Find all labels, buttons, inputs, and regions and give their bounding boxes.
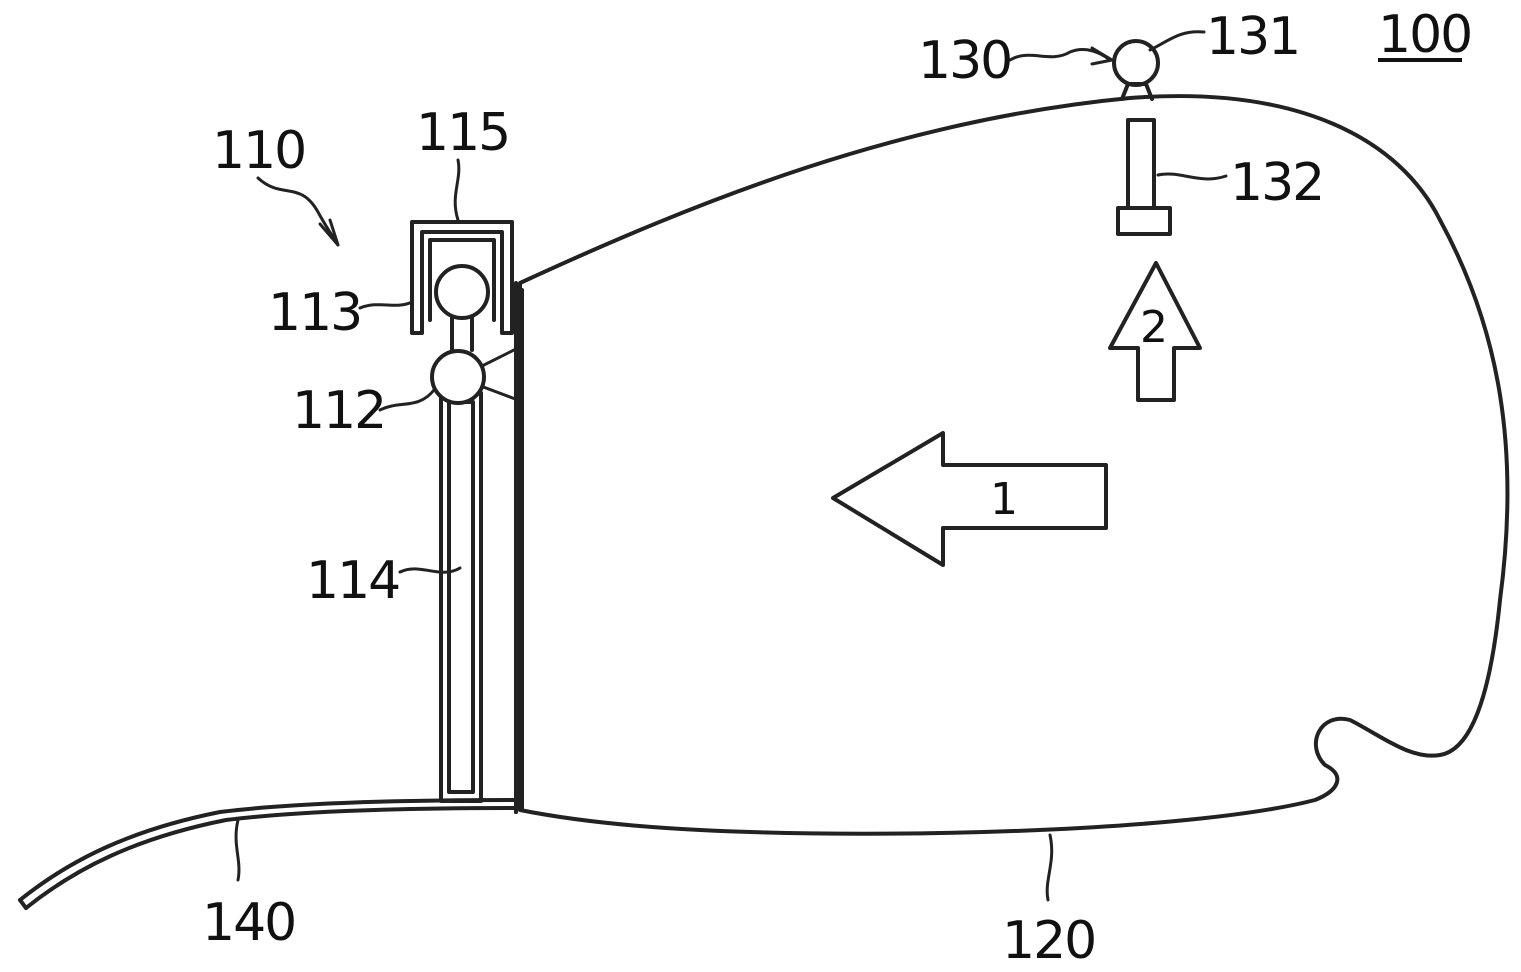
arrow-2-label: 2 [1140,302,1166,353]
leader-110 [258,178,338,245]
label-113: 113 [268,283,361,343]
post-114-inner [449,402,473,792]
label-132: 132 [1230,153,1323,213]
ball-112 [432,351,484,403]
label-131: 131 [1206,7,1299,67]
pin-132-shaft [1128,120,1154,208]
leader-113 [360,302,412,308]
pin-132-head [1118,208,1170,234]
ball-131 [1114,41,1158,85]
leader-115 [455,160,459,220]
label-140: 140 [202,893,295,953]
leader-132 [1158,174,1226,179]
label-100: 100 [1378,5,1471,65]
arrow-1-label: 1 [990,474,1016,525]
label-130: 130 [918,31,1011,91]
label-112: 112 [292,381,385,441]
leader-140 [236,820,239,880]
label-110: 110 [212,121,305,181]
arrow-1 [833,433,1106,565]
connector-113-112 [452,318,472,350]
leader-112 [380,390,434,410]
leader-120 [1047,835,1052,900]
ball-113 [436,266,488,318]
leader-110-head [320,220,338,245]
leader-131 [1150,32,1204,50]
label-120: 120 [1002,911,1095,967]
label-114: 114 [306,551,399,611]
label-115: 115 [416,103,509,163]
